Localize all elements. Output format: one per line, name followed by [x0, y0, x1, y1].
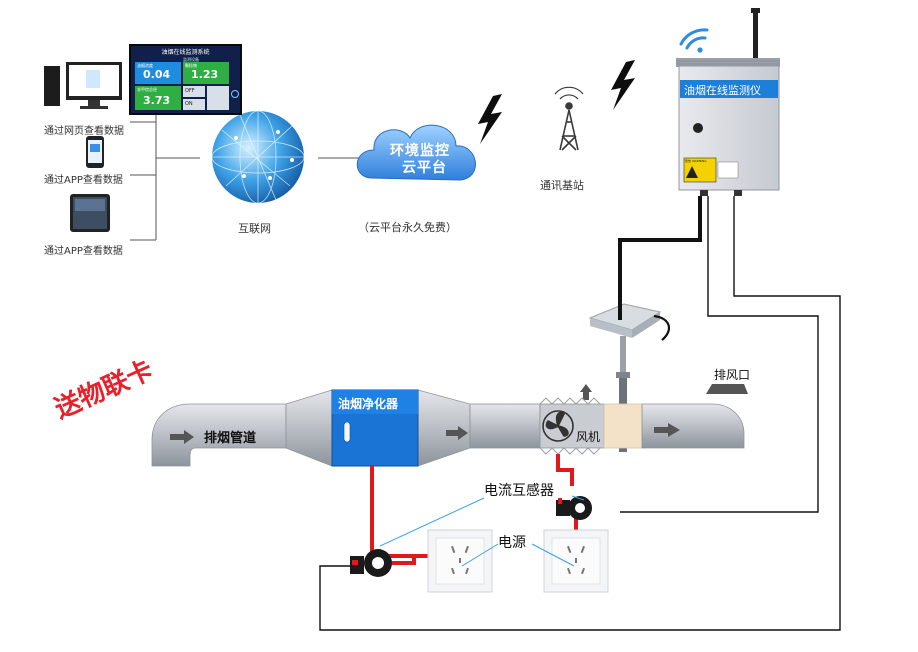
monitor-cabinet [676, 58, 780, 196]
cloud-title-line2: 云平台 [402, 160, 447, 176]
fan-icon [542, 410, 574, 442]
dashboard-tile-nmhc: 非甲烷总烃 3.73 [135, 86, 181, 110]
power-label: 电源 [498, 535, 526, 551]
tile-caption: 颗粒物 [185, 63, 197, 68]
dashboard-status-on: ON [183, 99, 205, 110]
antenna-icon [751, 8, 760, 64]
exhaust-outlet-label: 排风口 [714, 368, 751, 382]
mobile-phone-icon [86, 136, 104, 168]
dashboard-status-off: OFF [183, 86, 205, 97]
exhaust-pipe-label: 排烟管道 [204, 431, 257, 446]
dashboard-tile-particulate: 颗粒物 1.23 [183, 62, 229, 84]
cloud-title-line1: 环境监控 [390, 143, 450, 159]
monitoring-dashboard-screenshot: 油烟在线监测系统 监测设备 油烟浓度 0.04 颗粒物 1.23 非甲烷总烃 3… [129, 44, 242, 115]
lightning-bolt-icon [478, 94, 502, 144]
airflow-up-arrow-icon [580, 384, 592, 400]
dashboard-gear-icon [231, 90, 239, 98]
tile-value: 0.04 [143, 68, 171, 81]
current-transformer-icon [350, 549, 392, 577]
dashboard-subtitle: 监测设备 [183, 57, 199, 62]
tablet-icon [70, 194, 110, 232]
dashboard-title: 油烟在线监测系统 [161, 49, 210, 56]
fan-label: 风机 [576, 430, 601, 444]
monitor-label: 油烟在线监测仪 [684, 84, 761, 97]
access-web-label: 通过网页查看数据 [44, 126, 124, 137]
base-station-label: 通讯基站 [540, 179, 584, 192]
power-socket-icon [427, 529, 493, 593]
monitor-warning-sticker: 警告 WARNING [685, 159, 707, 163]
current-transformer-label: 电流互感器 [484, 483, 554, 499]
wifi-icon [679, 28, 709, 53]
desktop-computer-icon [44, 62, 122, 109]
lightning-bolt-icon [611, 60, 635, 110]
tile-value: 3.73 [143, 94, 171, 107]
dashboard-tile-oil-fume: 油烟浓度 0.04 [135, 62, 181, 84]
exhaust-duct [151, 384, 748, 467]
tile-caption: 非甲烷总烃 [137, 87, 157, 92]
cloud-free-note: （云平台永久免费） [358, 221, 457, 234]
purifier-label: 油烟净化器 [338, 397, 399, 411]
dashboard-mini-panel [207, 86, 229, 110]
base-station-tower-icon [554, 86, 584, 151]
internet-label: 互联网 [238, 222, 271, 235]
current-transformer-icon [556, 496, 592, 520]
power-socket-icon [543, 529, 609, 593]
signal-wires-black [319, 196, 841, 631]
access-app-label-1: 通过APP查看数据 [44, 175, 123, 186]
access-app-label-2: 通过APP查看数据 [44, 246, 123, 257]
globe-icon [211, 110, 305, 204]
cloud-icon [356, 124, 476, 181]
tile-caption: 油烟浓度 [137, 63, 153, 68]
device-bracket-lines [130, 104, 362, 241]
callout-lines [379, 495, 585, 567]
tile-value: 1.23 [191, 68, 219, 81]
